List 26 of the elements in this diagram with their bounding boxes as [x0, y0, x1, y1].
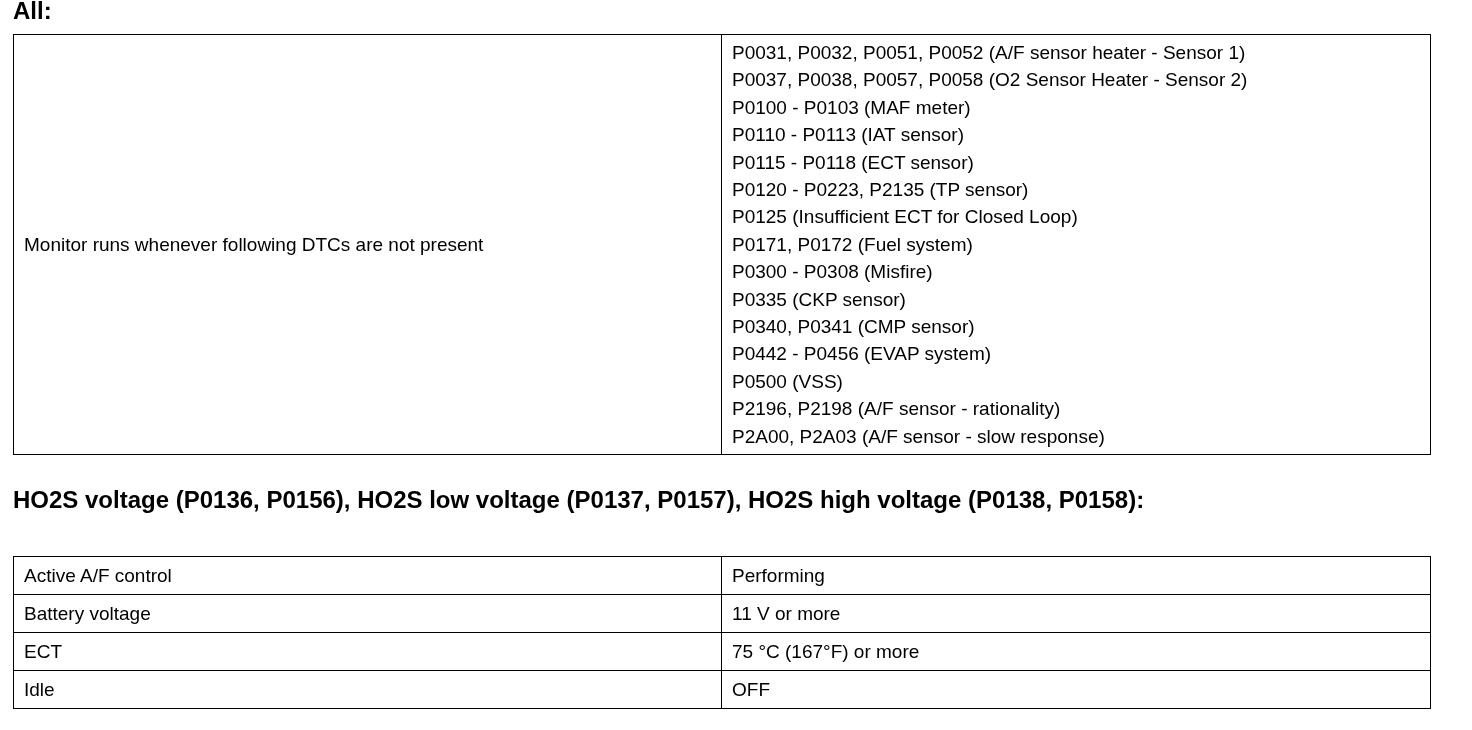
dtc-line: P2A00, P2A03 (A/F sensor - slow response) — [732, 424, 1106, 449]
dtc-line: P0300 - P0308 (Misfire) — [732, 260, 934, 285]
cell-text: 75 °C (167°F) or more — [732, 640, 921, 663]
cell-text: 11 V or more — [732, 602, 842, 625]
dtc-line: P0500 (VSS) — [732, 369, 844, 394]
cell-text: Idle — [24, 678, 56, 701]
cell-text: Performing — [732, 564, 826, 587]
dtc-line: P0171, P0172 (Fuel system) — [732, 232, 974, 257]
dtc-line: P2196, P2198 (A/F sensor - rationality) — [732, 397, 1062, 422]
dtc-line: P0340, P0341 (CMP sensor) — [732, 315, 976, 340]
dtc-line: P0100 - P0103 (MAF meter) — [732, 95, 972, 120]
dtc-line: P0115 - P0118 (ECT sensor) — [732, 150, 975, 175]
dtc-line: P0031, P0032, P0051, P0052 (A/F sensor heater - Sensor 1) — [732, 41, 1247, 65]
cell-text: Monitor runs whenever following DTCs are not present — [24, 232, 485, 257]
dtc-line: P0037, P0038, P0057, P0058 (O2 Sensor Heater - Sensor 2) — [732, 68, 1249, 93]
section-heading: All: — [13, 0, 53, 26]
cell-text: Active A/F control — [24, 564, 173, 587]
cell-text: OFF — [732, 678, 771, 701]
dtc-line: P0442 - P0456 (EVAP system) — [732, 342, 993, 367]
cell-text: ECT — [24, 640, 63, 663]
dtc-line: P0125 (Insufficient ECT for Closed Loop) — [732, 205, 1079, 230]
dtc-line: P0120 - P0223, P2135 (TP sensor) — [732, 178, 1030, 203]
section-heading: HO2S voltage (P0136, P0156), HO2S low voltage (P0137, P0157), HO2S high voltage (P0138, P0158): — [13, 485, 1146, 515]
dtc-line: P0110 - P0113 (IAT sensor) — [732, 123, 965, 148]
dtc-line: P0335 (CKP sensor) — [732, 287, 907, 312]
cell-text: Battery voltage — [24, 602, 152, 625]
